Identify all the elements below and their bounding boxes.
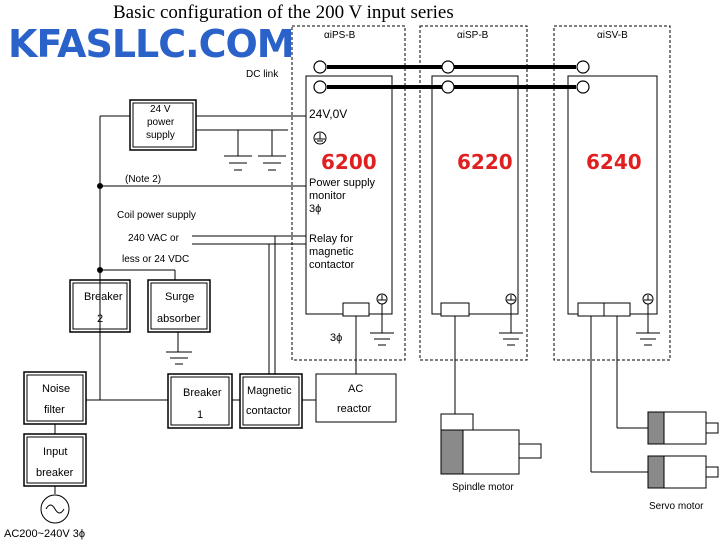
breaker2-line2: 2 (97, 313, 104, 325)
ps-relay-line3: contactor (309, 259, 355, 271)
breaker2-surge-boxes (69, 279, 211, 400)
psu-wiring (99, 99, 306, 400)
spindle-motor-graphic (440, 413, 542, 475)
unit-name-sv: αiSV-B (597, 30, 628, 41)
sv-model-number: 6240 (586, 150, 642, 174)
coil-line3: less or 24 VDC (122, 254, 190, 265)
sv-unit-box (567, 75, 658, 315)
servo-motor-label: Servo motor (649, 501, 704, 512)
diagram-title: Basic configuration of the 200 V input s… (113, 2, 454, 23)
sv-enclosure (553, 25, 671, 361)
breaker1-line1: Breaker (183, 387, 222, 399)
ps-relay-line1: Relay for (309, 233, 354, 245)
ps-model-number: 6200 (321, 150, 377, 174)
ps-ground-symbol-top (313, 131, 327, 145)
ps-three-phase: 3ϕ (330, 332, 343, 344)
noise-filter-line2: filter (44, 404, 65, 416)
ps-voltage-label: 24V,0V (309, 107, 348, 121)
lower-chain (23, 293, 660, 524)
ps-relay-line2: magnetic (309, 246, 354, 258)
surge-line2: absorber (157, 313, 201, 325)
contactor-line2: contactor (246, 405, 292, 417)
psu-line1: 24 V (150, 104, 171, 115)
contactor-line1: Magnetic (247, 385, 292, 397)
unit-name-sp: αiSP-B (457, 30, 489, 41)
junction-dots (97, 183, 103, 273)
noise-filter-line1: Noise (42, 383, 71, 395)
dc-link-label: DC link (246, 69, 279, 80)
coil-line2: 240 VAC or (128, 233, 179, 244)
note-2: (Note 2) (125, 174, 162, 185)
ac-source-label: AC200~240V 3ϕ (4, 528, 86, 540)
coil-line1: Coil power supply (117, 210, 196, 221)
spindle-motor-label: Spindle motor (452, 482, 514, 493)
psu-line3: supply (146, 130, 175, 141)
sp-unit-box (431, 75, 519, 315)
breaker1-line2: 1 (197, 409, 204, 421)
ps-monitor-line1: Power supply (309, 177, 376, 189)
sp-model-number: 6220 (457, 150, 513, 174)
reactor-line1: AC (348, 383, 364, 395)
breaker2-line1: Breaker (84, 291, 123, 303)
reactor-line2: reactor (337, 403, 372, 415)
ps-enclosure (291, 25, 406, 361)
ps-monitor-line3: 3ϕ (309, 203, 322, 215)
input-breaker-line2: breaker (36, 467, 74, 479)
servo-motor-graphic (647, 411, 719, 489)
dc-link-terminals (313, 60, 590, 94)
psu-line2: power (147, 117, 175, 128)
sp-enclosure (419, 25, 528, 361)
unit-name-ps: αiPS-B (324, 30, 356, 41)
surge-line1: Surge (165, 291, 195, 303)
ps-monitor-line2: monitor (309, 190, 346, 202)
input-breaker-line1: Input (43, 446, 68, 458)
watermark-logo: KFASLLC.COM (8, 22, 295, 66)
